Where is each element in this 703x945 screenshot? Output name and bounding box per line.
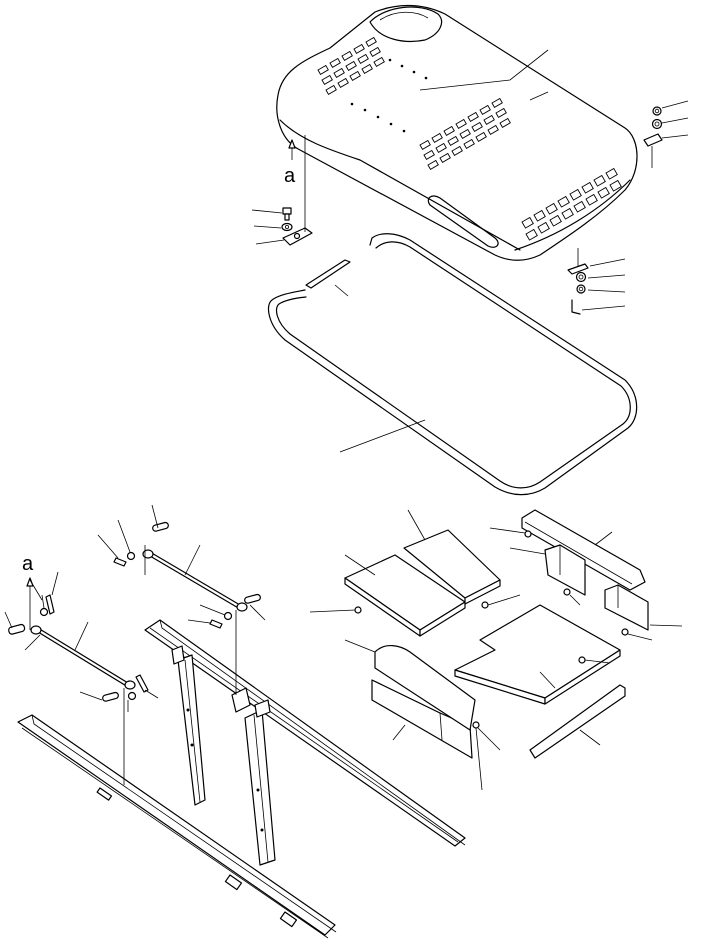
pad-large-right: [454, 604, 621, 705]
stay-hardware-lower: [4, 571, 159, 712]
roof-left-mount: [251, 135, 313, 246]
roof-vents-upper: [317, 36, 385, 95]
frame-rail-main: [144, 619, 466, 847]
roof-cover: [276, 4, 638, 261]
pad-side-left: [371, 679, 473, 759]
pad-block-top-right: [521, 509, 646, 591]
pad-small-right: [604, 584, 683, 631]
stay-lower: [24, 621, 136, 785]
pad-strip-bottom-right: [529, 684, 626, 759]
seal-gasket-ring: [267, 233, 638, 496]
roof-right-front-mount: [567, 248, 626, 315]
pad-small-block: [509, 544, 586, 596]
frame-rail-lower: [17, 714, 337, 939]
frame-brackets: [171, 645, 271, 718]
pad-curved-left: [344, 639, 476, 731]
pad-top-middle: [403, 509, 501, 605]
view-a-arrow-top: [288, 139, 296, 160]
roof-rivet-dots: [350, 58, 428, 133]
stay-upper: [142, 544, 248, 695]
view-a-label-bottom: a: [22, 553, 34, 575]
view-a-arrow-bottom: [26, 577, 43, 630]
view-a-label-top: a: [284, 165, 296, 187]
pad-clips: [309, 527, 653, 791]
pad-top-left: [344, 554, 466, 637]
roof-vents-front: [521, 167, 622, 241]
gasket-strip-short: [305, 259, 351, 297]
frame-post-right: [244, 709, 276, 866]
stay-hardware-upper: [97, 504, 266, 629]
roof-vents-middle: [419, 97, 511, 170]
roof-right-rear-mount: [643, 100, 689, 168]
frame-post-left: [177, 654, 206, 806]
